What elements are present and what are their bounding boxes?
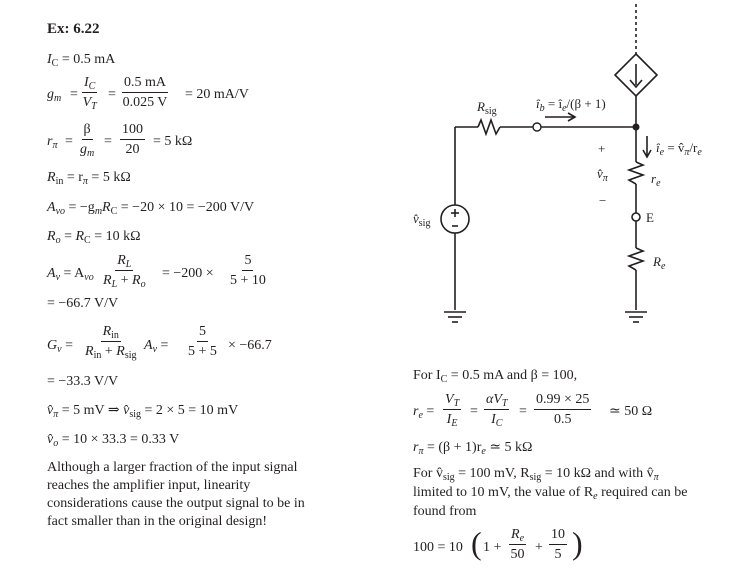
re-eq3: = — [519, 404, 527, 419]
gv-label: Gv = — [47, 338, 73, 355]
right-paragraph: For v̂sig = 100 mV, Rsig = 10 kΩ and wit… — [413, 466, 688, 519]
gm-fraction-2: 0.5 mA 0.025 V — [122, 75, 168, 110]
rsig-label: Rsig — [477, 99, 497, 117]
gv-fraction-1: Rin Rin + Rsig — [85, 324, 137, 361]
vpi-plus: + — [598, 141, 606, 156]
vo-equation: v̂o = 10 × 33.3 = 0.33 V — [47, 432, 180, 449]
base-node-dot — [632, 123, 640, 131]
rpi-fraction-2: 100 20 — [120, 122, 145, 157]
vsig-label: v̂sig — [413, 211, 431, 229]
conclusion-paragraph: Although a larger fraction of the input … — [47, 460, 305, 529]
ro-equation: Ro = RC = 10 kΩ — [47, 229, 141, 246]
rpi-eq0: = — [65, 134, 73, 149]
rin-equation: Rin = rπ = 5 kΩ — [47, 170, 131, 187]
av-result: = −66.7 V/V — [47, 296, 119, 311]
avo-equation: Avo = −gmRC = −20 × 10 = −200 V/V — [47, 200, 255, 217]
final-open-paren: ( — [471, 525, 482, 561]
final-plus: + — [535, 540, 543, 555]
gm-eq2: = — [108, 87, 116, 102]
for-ic-line: For IC = 0.5 mA and β = 100, — [413, 368, 578, 385]
av-fraction-1: RL RL + Ro — [103, 253, 146, 290]
base-terminal — [532, 122, 542, 132]
re-fraction-2: αVT IC — [484, 392, 510, 429]
gv-result: = −33.3 V/V — [47, 374, 119, 389]
final-one: 1 + — [483, 540, 502, 555]
gv-av: Av = — [144, 338, 169, 355]
final-eq-left: 100 = 10 — [413, 540, 463, 555]
vpi-label: v̂π — [597, 166, 608, 184]
gm-label: gm — [47, 87, 62, 104]
vpi-equation: v̂π = 5 mV ⇒ v̂sig = 2 × 5 = 10 mV — [47, 403, 239, 420]
re-big-resistor — [626, 247, 646, 271]
vpi-minus: − — [599, 193, 607, 208]
re-small-label: re — [651, 171, 661, 189]
gm-result: = 20 mA/V — [185, 87, 249, 102]
ib-label: îb = îe/(β + 1) — [536, 96, 606, 114]
re-fraction-1: VT IE — [443, 392, 462, 429]
final-fraction-2: 10 5 — [549, 527, 567, 562]
re-big-label: Re — [653, 254, 666, 272]
ie-label: îe = v̂π/re — [656, 140, 702, 158]
av-label: Av = Avo — [47, 266, 94, 283]
rsig-resistor — [477, 117, 501, 137]
ic-equation: IC = 0.5 mA — [47, 52, 116, 69]
gm-eq1: = — [70, 87, 78, 102]
final-close-paren: ) — [572, 525, 583, 561]
node-e-terminal — [631, 212, 641, 222]
rpi-result: = 5 kΩ — [153, 134, 193, 149]
rpi-right-line: rπ = (β + 1)re ≃ 5 kΩ — [413, 440, 533, 457]
rpi-fraction-1: β gm — [80, 122, 95, 159]
rpi-eq: = — [104, 134, 112, 149]
av-fraction-2: 5 5 + 10 — [230, 253, 266, 288]
final-fraction-1: Re 50 — [509, 527, 527, 562]
re-eq2: = — [470, 404, 478, 419]
av-mid: = −200 × — [162, 266, 214, 281]
gm-fraction-1: IC VT — [82, 75, 98, 112]
re-fraction-3: 0.99 × 25 0.5 — [534, 392, 592, 427]
node-e-label: E — [646, 210, 654, 225]
re-small-resistor — [626, 161, 646, 185]
gv-fraction-2: 5 5 + 5 — [188, 324, 217, 359]
re-label: re = — [413, 404, 435, 421]
example-title: Ex: 6.22 — [47, 21, 100, 37]
rpi-label: rπ — [47, 134, 58, 151]
gv-tail: × −66.7 — [228, 338, 272, 353]
re-result: ≃ 50 Ω — [609, 404, 653, 419]
